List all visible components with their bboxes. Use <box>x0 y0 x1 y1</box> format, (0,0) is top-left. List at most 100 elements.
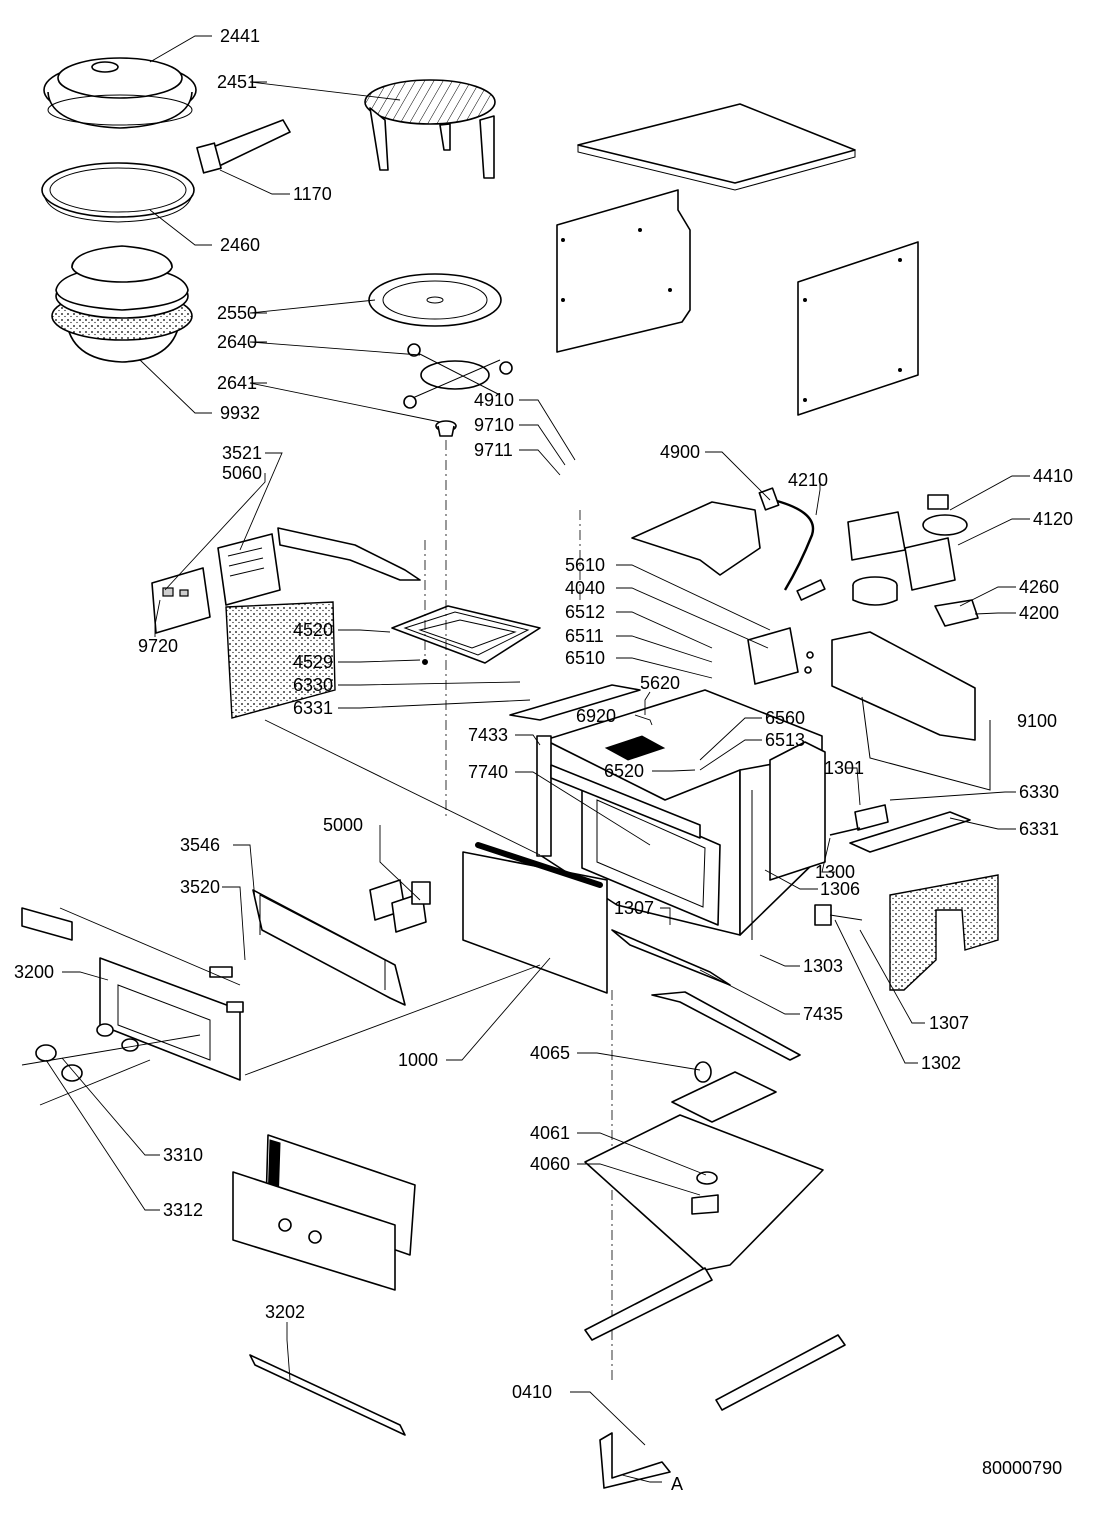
label-7433: 7433 <box>468 725 508 745</box>
waveguide-duct <box>631 501 761 576</box>
label-2460: 2460 <box>220 235 260 255</box>
label-4410: 4410 <box>1033 466 1073 486</box>
document-number: 80000790 <box>982 1458 1062 1478</box>
latch-1302 <box>814 904 863 926</box>
label-6513: 6513 <box>765 730 805 750</box>
door-window-frame <box>232 1134 416 1291</box>
label-6331-right: 6331 <box>1019 819 1059 839</box>
label-9711: 9711 <box>474 440 513 460</box>
grill-heater-4520 <box>391 605 541 665</box>
magnetron-4040 <box>747 627 814 685</box>
label-3312: 3312 <box>163 1200 203 1220</box>
label-4061: 4061 <box>530 1123 570 1143</box>
top-cover-panel <box>577 103 856 191</box>
knob-3312 <box>35 1044 83 1082</box>
bracket-3521 <box>217 533 281 606</box>
label-3520: 3520 <box>180 877 220 897</box>
insulation-left <box>225 601 336 719</box>
label-4060: 4060 <box>530 1154 570 1174</box>
roller-ring-2640 <box>403 343 513 409</box>
label-3202: 3202 <box>265 1302 305 1322</box>
door-frame-7433 <box>536 735 552 857</box>
coupler-2641 <box>435 420 457 437</box>
door-switch-1300 <box>829 804 971 853</box>
label-5000: 5000 <box>323 815 363 835</box>
label-9100: 9100 <box>1017 711 1057 731</box>
label-4529: 4529 <box>293 652 333 672</box>
label-4200: 4200 <box>1019 603 1059 623</box>
rail-7435 <box>611 929 801 1061</box>
handle-1170 <box>196 119 291 174</box>
label-4910: 4910 <box>474 390 514 410</box>
label-6512: 6512 <box>565 602 605 622</box>
dish-cover-2441 <box>43 57 197 129</box>
label-6520: 6520 <box>604 761 644 781</box>
label-4260: 4260 <box>1019 577 1059 597</box>
section-marker-A: A <box>671 1474 683 1494</box>
fascia-3200 <box>99 957 244 1081</box>
label-4210: 4210 <box>788 470 828 490</box>
label-9932: 9932 <box>220 403 260 423</box>
label-1307-lower: 1307 <box>929 1013 969 1033</box>
label-9710: 9710 <box>474 415 514 435</box>
label-3310: 3310 <box>163 1145 203 1165</box>
label-2550: 2550 <box>217 303 257 323</box>
callout-labels: 2441 2451 1170 2460 2550 2640 9932 2641 … <box>14 26 1073 1494</box>
crisp-plate-2460 <box>41 162 195 223</box>
label-1000: 1000 <box>398 1050 438 1070</box>
choke-strip-6331-upper <box>509 684 641 721</box>
insulation-right <box>889 874 999 991</box>
control-frame-3546 <box>252 889 406 1006</box>
side-panel-left <box>556 189 691 353</box>
label-3546: 3546 <box>180 835 220 855</box>
label-7740: 7740 <box>468 762 508 782</box>
label-5610: 5610 <box>565 555 605 575</box>
base-plate <box>584 1061 824 1271</box>
label-6560: 6560 <box>765 708 805 728</box>
label-6920: 6920 <box>576 706 616 726</box>
cavity-strip-7740 <box>550 764 701 839</box>
label-1300: 1300 <box>815 862 855 882</box>
label-2451: 2451 <box>217 72 257 92</box>
label-2640: 2640 <box>217 332 257 352</box>
label-1170: 1170 <box>293 184 332 204</box>
side-panel-right <box>797 241 919 416</box>
transformer-4120 <box>852 537 956 606</box>
label-1306: 1306 <box>820 879 860 899</box>
steamer-set-9932 <box>51 245 193 363</box>
label-3521: 3521 <box>222 443 262 463</box>
label-1301: 1301 <box>824 758 864 778</box>
trim-left <box>21 907 73 941</box>
label-3200: 3200 <box>14 962 54 982</box>
fan-motor-4410 <box>847 494 968 561</box>
label-4065: 4065 <box>530 1043 570 1063</box>
label-6330-right: 6330 <box>1019 782 1059 802</box>
label-0410: 0410 <box>512 1382 552 1402</box>
power-cord-4900 <box>758 487 826 601</box>
label-1303: 1303 <box>803 956 843 976</box>
label-2441: 2441 <box>220 26 260 46</box>
rear-panel-bracket <box>831 631 991 791</box>
door-panel-1000 <box>462 842 608 994</box>
label-6330: 6330 <box>293 675 333 695</box>
label-6511: 6511 <box>565 626 604 646</box>
knob-3310 <box>96 1023 139 1052</box>
label-5060: 5060 <box>222 463 262 483</box>
label-9720: 9720 <box>138 636 178 656</box>
foot-0410 <box>599 1432 671 1489</box>
glass-turntable-2550 <box>368 273 502 327</box>
leader-lines <box>21 35 1030 1483</box>
sensor-4200 <box>934 599 979 627</box>
pcb-5060 <box>151 567 211 634</box>
label-7435: 7435 <box>803 1004 843 1024</box>
label-1307-upper: 1307 <box>614 898 654 918</box>
trim-strip-3202 <box>249 1354 406 1436</box>
base-rails <box>584 1267 846 1411</box>
label-4120: 4120 <box>1033 509 1073 529</box>
grill-rack-2451 <box>364 79 496 179</box>
control-modules-5000 <box>369 879 431 933</box>
label-2641: 2641 <box>217 373 257 393</box>
label-4900: 4900 <box>660 442 700 462</box>
